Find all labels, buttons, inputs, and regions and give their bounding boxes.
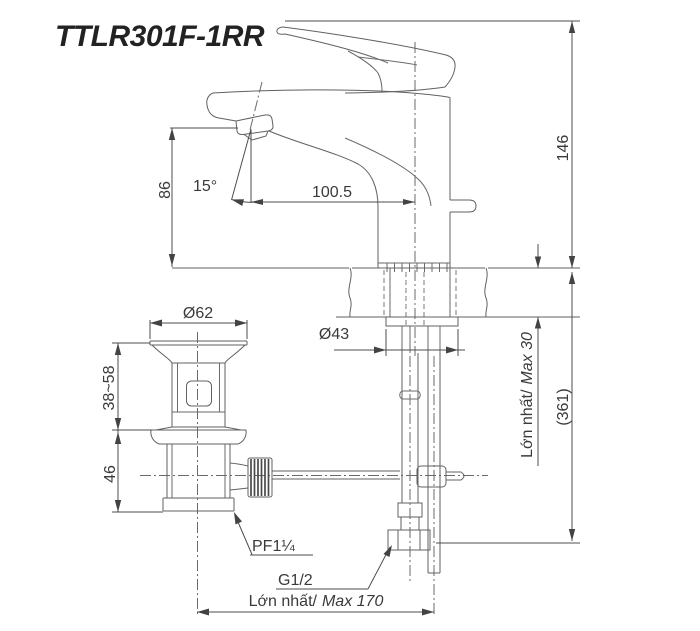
supply-thread-label: G1/2	[278, 572, 313, 589]
knurled-nut	[247, 457, 273, 498]
supply-hex-nut	[387, 529, 431, 551]
dim-deck-thickness-range-label: 38~58	[101, 365, 118, 410]
drain-square-port	[186, 380, 212, 407]
centerlines	[140, 42, 488, 617]
dim-spout-height-label: 86	[157, 181, 174, 199]
break-line-left	[348, 267, 352, 318]
dim-height-above-deck-label: 146	[555, 135, 572, 162]
model-number-title: TTLR301F-1RR	[55, 20, 265, 53]
max-rod-offset-prefix: Lớn nhất/	[249, 593, 318, 610]
pull-rod-knob	[450, 199, 477, 213]
below-deck-plumbing	[272, 326, 465, 574]
lift-rod	[272, 470, 400, 480]
dim-max-deck-thickness-label: Lớn nhất/Max 30	[519, 332, 536, 458]
counter-section	[172, 267, 580, 327]
max-rod-offset-value: Max 170	[322, 593, 383, 610]
mounting-washer	[385, 316, 459, 327]
dim-drain-flange-diameter-label: Ø62	[183, 305, 213, 322]
dim-mount-hole-diameter-label: Ø43	[319, 326, 349, 343]
pop-up-drain	[149, 340, 273, 512]
drain-thread-label: PF1¼	[252, 538, 295, 555]
max-deck-prefix: Lớn nhất/	[519, 389, 536, 458]
dim-max-rod-offset-label: Lớn nhất/Max 170	[249, 593, 384, 610]
dim-spout-reach-label: 100.5	[312, 184, 352, 201]
dim-overall-height-label: (361)	[555, 388, 572, 425]
pull-rod-tube	[427, 353, 441, 574]
dimension-lines	[112, 20, 580, 616]
knurl-hatch	[250, 459, 270, 496]
break-line-right	[484, 267, 488, 318]
rod-clamp	[416, 465, 447, 488]
faucet-outline	[206, 26, 477, 272]
supply-hose	[401, 353, 419, 503]
dim-drain-lower-height-label: 46	[102, 465, 119, 483]
max-deck-value: Max 30	[519, 332, 536, 385]
dim-angle-label: 15°	[193, 178, 217, 195]
